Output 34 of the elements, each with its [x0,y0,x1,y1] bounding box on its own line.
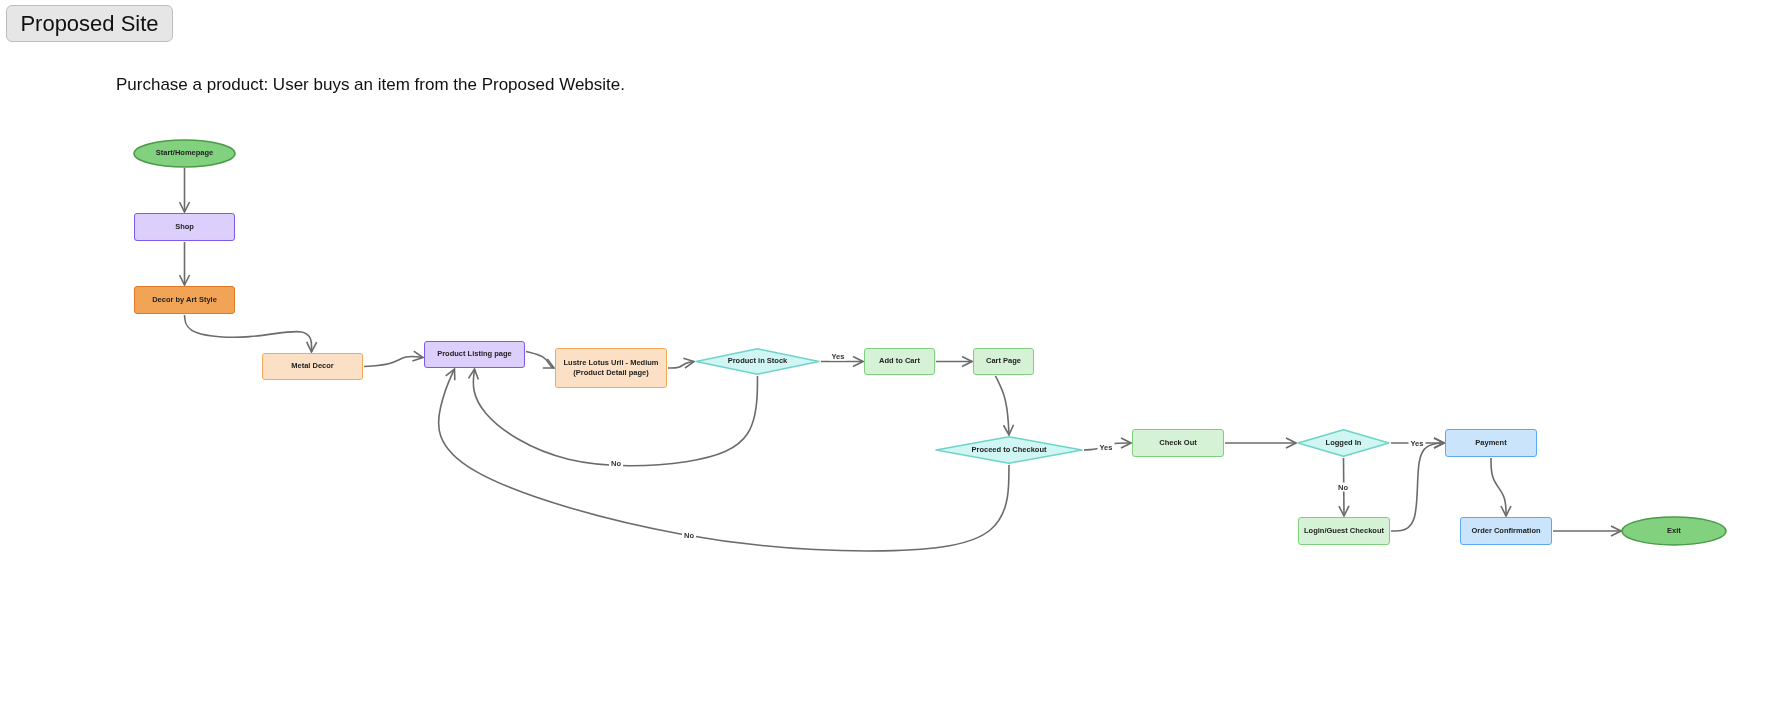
arrow [935,355,973,368]
decision-diamond [695,348,820,375]
arrow [183,314,318,353]
process-box [134,213,235,241]
process-box [864,348,935,375]
process-box [1460,517,1552,545]
process-box [262,353,363,380]
arrow [1390,437,1445,532]
arrow [178,241,191,286]
process-box [973,348,1034,375]
arrow [820,355,864,368]
process-box [134,286,235,314]
terminal-ellipse [134,140,235,167]
arrow [667,357,695,369]
arrow [1490,457,1512,517]
process-box [424,341,525,368]
arrow [363,350,424,368]
terminal-ellipse [1622,517,1726,545]
decision-diamond [1297,429,1390,457]
arrow [178,167,191,213]
arrow [1552,525,1622,537]
process-box [555,348,667,388]
title-badge: Proposed Site [6,5,173,42]
arrow [467,368,759,467]
process-box [1132,429,1224,457]
decision-diamond [935,436,1083,464]
process-box [1445,429,1537,457]
arrow [1224,437,1297,449]
caption: Purchase a product: User buys an item from the Proposed Website. [116,75,625,95]
arrow [994,375,1015,436]
process-box [1298,517,1390,545]
arrow [525,350,555,369]
arrow [1338,457,1350,517]
arrow [437,368,1010,552]
